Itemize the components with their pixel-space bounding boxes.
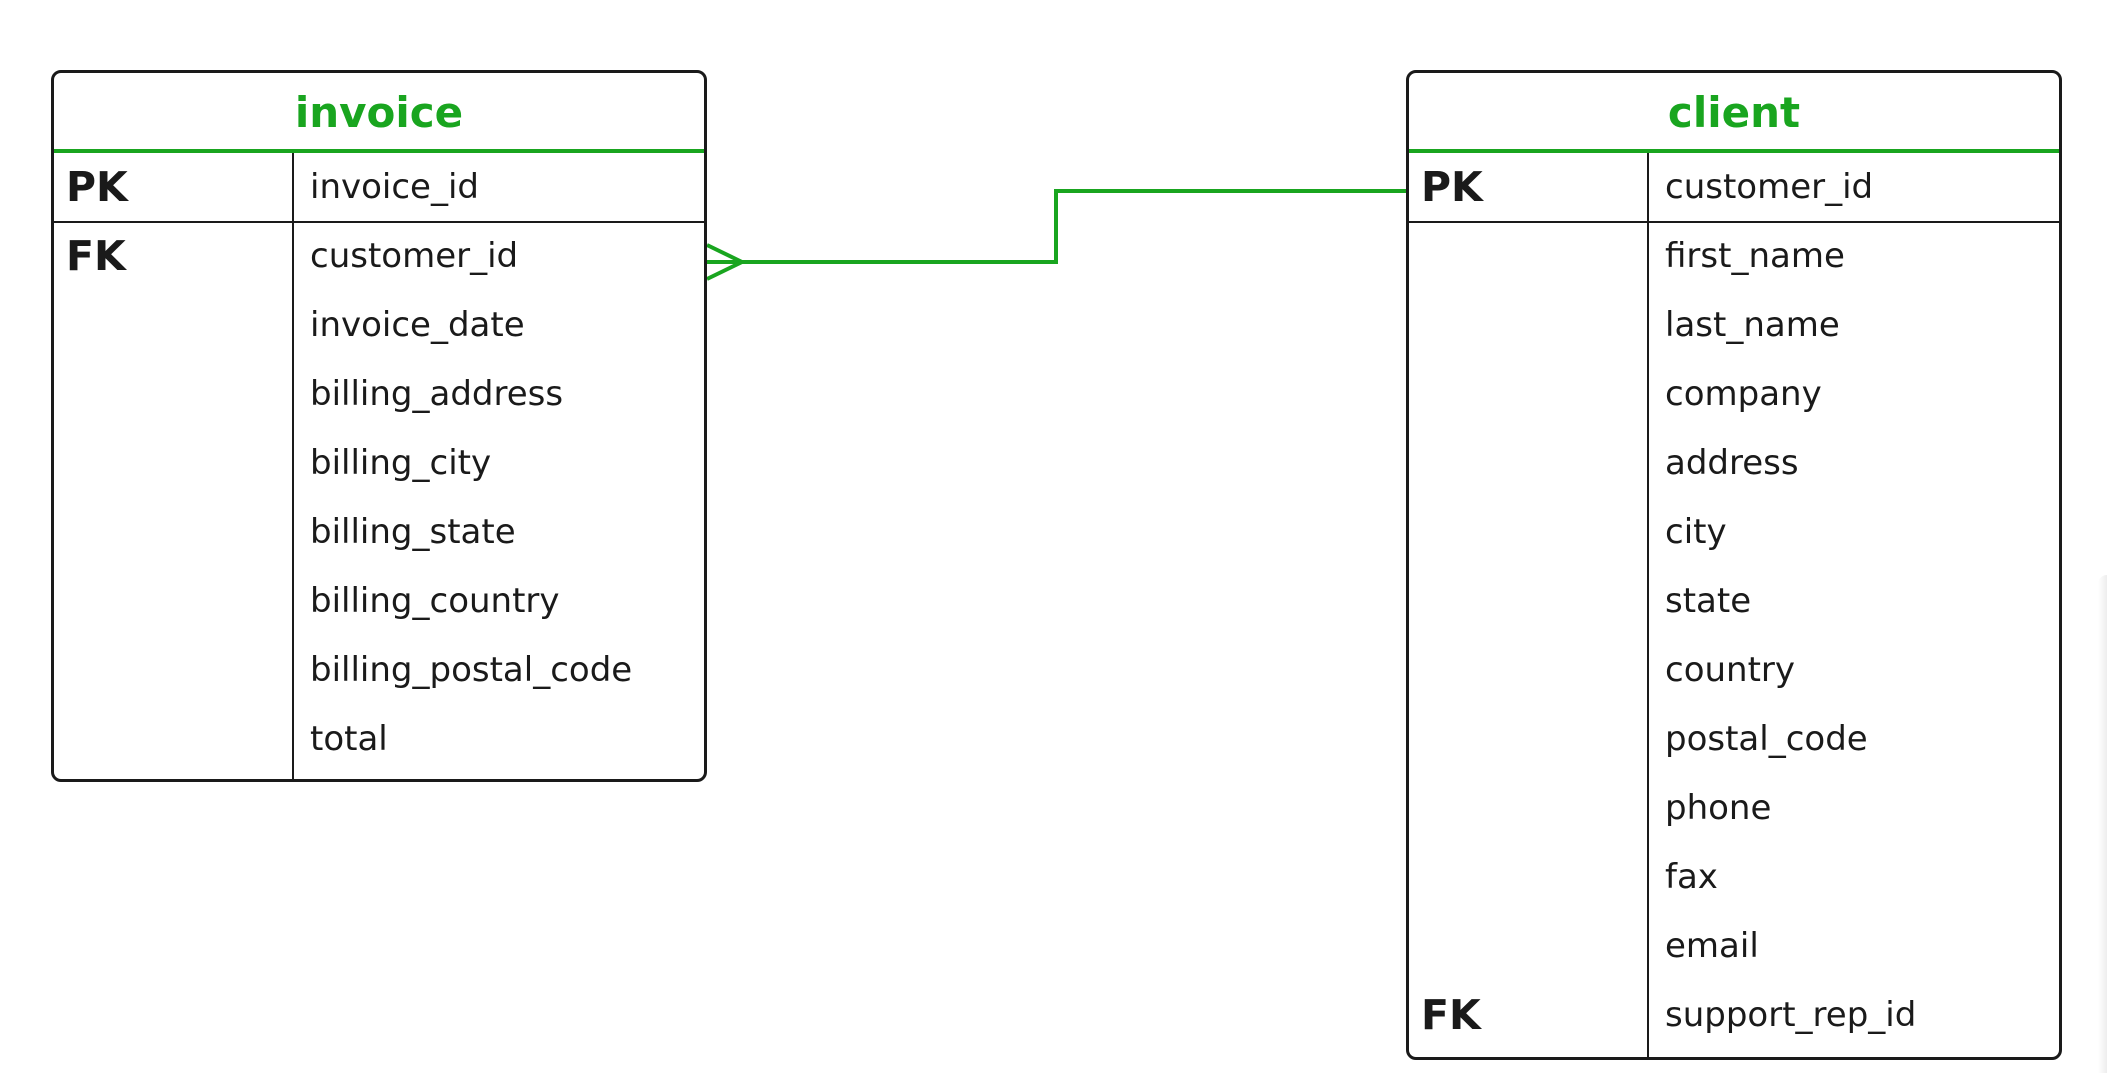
attribute-name: billing_address [310, 374, 564, 414]
key-column-divider [292, 153, 294, 779]
attribute-name: billing_city [310, 443, 492, 483]
entity-title: invoice [54, 73, 704, 153]
scroll-edge-shadow [2098, 575, 2107, 1073]
attribute-row[interactable]: billing_state [54, 498, 704, 567]
attribute-name: last_name [1665, 305, 1840, 345]
key-column-divider [1647, 153, 1649, 1057]
attribute-row[interactable]: PK customer_id [1409, 153, 2059, 222]
attribute-row[interactable]: last_name [1409, 291, 2059, 360]
attribute-row[interactable]: billing_city [54, 429, 704, 498]
attribute-row[interactable]: first_name [1409, 222, 2059, 291]
attribute-name: customer_id [310, 236, 519, 276]
attribute-row[interactable]: phone [1409, 774, 2059, 843]
primary-key-separator [1409, 221, 2059, 223]
attribute-name: email [1665, 926, 1759, 966]
attribute-row[interactable]: PK invoice_id [54, 153, 704, 222]
entity-title: client [1409, 73, 2059, 153]
attribute-row[interactable]: company [1409, 360, 2059, 429]
attribute-row[interactable]: invoice_date [54, 291, 704, 360]
attribute-name: state [1665, 581, 1752, 621]
attribute-row[interactable]: fax [1409, 843, 2059, 912]
attribute-name: first_name [1665, 236, 1845, 276]
primary-key-separator [54, 221, 704, 223]
attribute-name: billing_state [310, 512, 516, 552]
attribute-name: fax [1665, 857, 1718, 897]
attribute-row[interactable]: billing_country [54, 567, 704, 636]
key-label: FK [1421, 991, 1481, 1039]
attribute-row[interactable]: FK support_rep_id [1409, 981, 2059, 1050]
attribute-row[interactable]: country [1409, 636, 2059, 705]
attribute-name: city [1665, 512, 1727, 552]
attribute-name: billing_country [310, 581, 560, 621]
attribute-name: invoice_id [310, 167, 480, 207]
attribute-name: phone [1665, 788, 1772, 828]
attribute-name: invoice_date [310, 305, 525, 345]
attribute-name: company [1665, 374, 1822, 414]
attribute-row[interactable]: billing_address [54, 360, 704, 429]
attribute-name: postal_code [1665, 719, 1868, 759]
attribute-row[interactable]: state [1409, 567, 2059, 636]
attribute-name: support_rep_id [1665, 995, 1917, 1035]
attribute-row[interactable]: city [1409, 498, 2059, 567]
attribute-row[interactable]: address [1409, 429, 2059, 498]
key-label: PK [1421, 163, 1483, 211]
relationship-line [707, 189, 1406, 264]
attribute-name: address [1665, 443, 1799, 483]
attribute-name: country [1665, 650, 1796, 690]
attribute-row[interactable]: postal_code [1409, 705, 2059, 774]
attribute-name: customer_id [1665, 167, 1874, 207]
key-label: FK [66, 232, 126, 280]
crows-foot-icon [706, 243, 743, 281]
attribute-row[interactable]: total [54, 705, 704, 774]
attribute-row[interactable]: billing_postal_code [54, 636, 704, 705]
attribute-name: billing_postal_code [310, 650, 633, 690]
attribute-row[interactable]: email [1409, 912, 2059, 981]
attribute-name: total [310, 719, 388, 759]
attribute-row[interactable]: FK customer_id [54, 222, 704, 291]
key-label: PK [66, 163, 128, 211]
